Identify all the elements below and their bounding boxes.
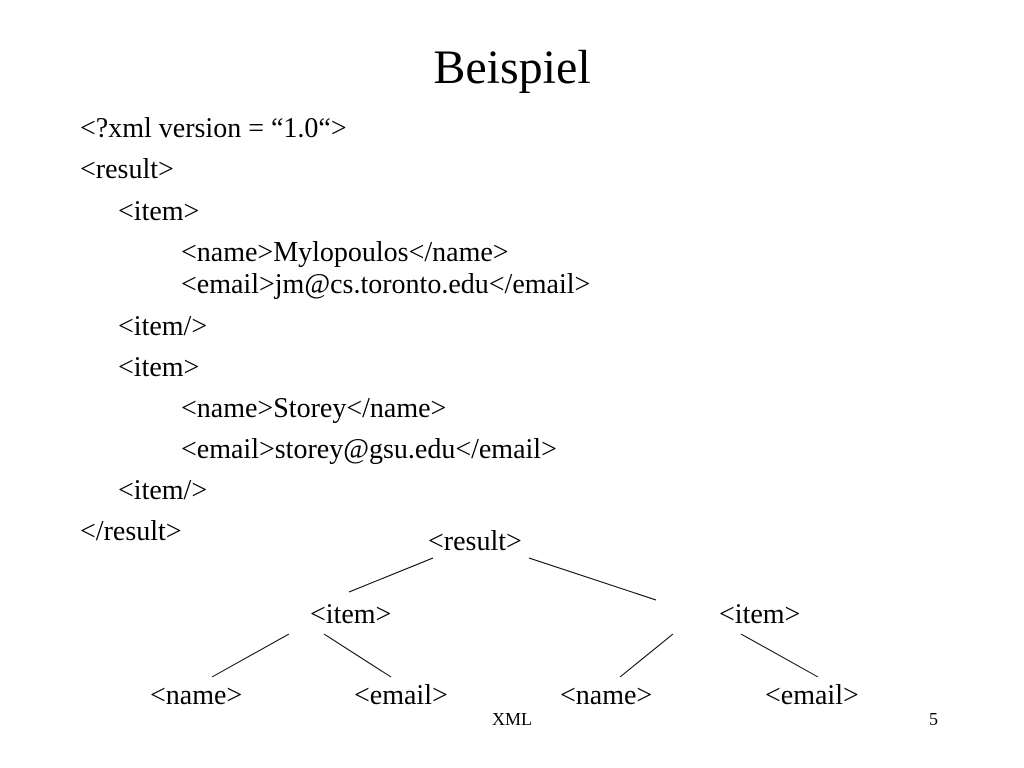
code-line-result-close: </result> xyxy=(80,516,182,547)
slide-title: Beispiel xyxy=(433,41,591,94)
code-line-name-2: <name>Storey</name> xyxy=(181,393,447,424)
edge-root-item-2 xyxy=(528,557,657,601)
code-line-email-2: <email>storey@gsu.edu</email> xyxy=(181,434,557,465)
footer-label: XML xyxy=(492,709,532,729)
edge-item-1-name xyxy=(211,633,290,678)
code-line-item-open-1: <item> xyxy=(118,196,200,227)
edge-item-2-email xyxy=(740,633,819,678)
code-line-item-open-2: <item> xyxy=(118,352,200,383)
edge-item-2-name xyxy=(619,633,674,678)
code-line-item-close-2: <item/> xyxy=(118,475,208,506)
edge-root-item-1 xyxy=(348,557,434,593)
tree-node-email-2: <email> xyxy=(765,680,859,711)
tree-node-item-2: <item> xyxy=(719,599,801,630)
tree-node-item-1: <item> xyxy=(310,599,392,630)
code-line-xml-declaration: <?xml version = “1.0“> xyxy=(80,113,347,144)
tree-node-name-1: <name> xyxy=(150,680,243,711)
page-number: 5 xyxy=(929,709,938,729)
code-line-result-open: <result> xyxy=(80,154,174,185)
code-line-name-1: <name>Mylopoulos</name> xyxy=(181,237,509,268)
code-line-email-1: <email>jm@cs.toronto.edu</email> xyxy=(181,269,591,300)
code-line-item-close-1: <item/> xyxy=(118,311,208,342)
tree-node-name-2: <name> xyxy=(560,680,653,711)
tree-node-email-1: <email> xyxy=(354,680,448,711)
edge-item-1-email xyxy=(323,633,392,678)
tree-node-result: <result> xyxy=(428,526,522,557)
